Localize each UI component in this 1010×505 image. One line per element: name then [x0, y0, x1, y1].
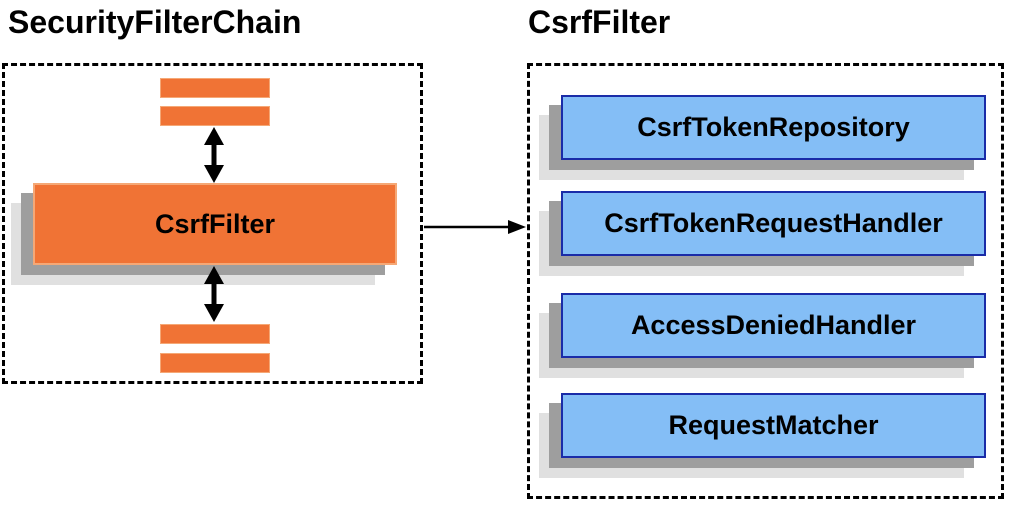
component-label: CsrfTokenRepository: [637, 112, 910, 142]
csrf-filter-box: CsrfFilter: [33, 183, 397, 265]
filter-placeholder-bar-top-2: [160, 106, 270, 126]
filter-placeholder-bar-bottom-1: [160, 324, 270, 344]
component-box-csrf-token-repository: CsrfTokenRepository: [561, 95, 986, 160]
csrf-filter-detail-container: [527, 63, 1004, 499]
component-label: CsrfTokenRequestHandler: [604, 208, 943, 238]
security-filter-chain-container: [2, 63, 423, 384]
component-box-request-matcher: RequestMatcher: [561, 393, 986, 458]
csrf-filter-box-label: CsrfFilter: [154, 208, 276, 239]
filter-placeholder-bar-bottom-2: [160, 353, 270, 373]
bidirectional-arrow-bottom-icon: [204, 266, 224, 322]
security-filter-chain-title: SecurityFilterChain: [8, 4, 302, 40]
csrf-filter-title: CsrfFilter: [528, 4, 671, 40]
flow-arrow-icon: [424, 220, 526, 234]
component-label: RequestMatcher: [668, 410, 879, 440]
component-box-csrf-token-request-handler: CsrfTokenRequestHandler: [561, 191, 986, 256]
bidirectional-arrow-top-icon: [204, 127, 224, 183]
filter-placeholder-bar-top-1: [160, 78, 270, 98]
component-box-access-denied-handler: AccessDeniedHandler: [561, 293, 986, 358]
component-label: AccessDeniedHandler: [630, 310, 917, 340]
